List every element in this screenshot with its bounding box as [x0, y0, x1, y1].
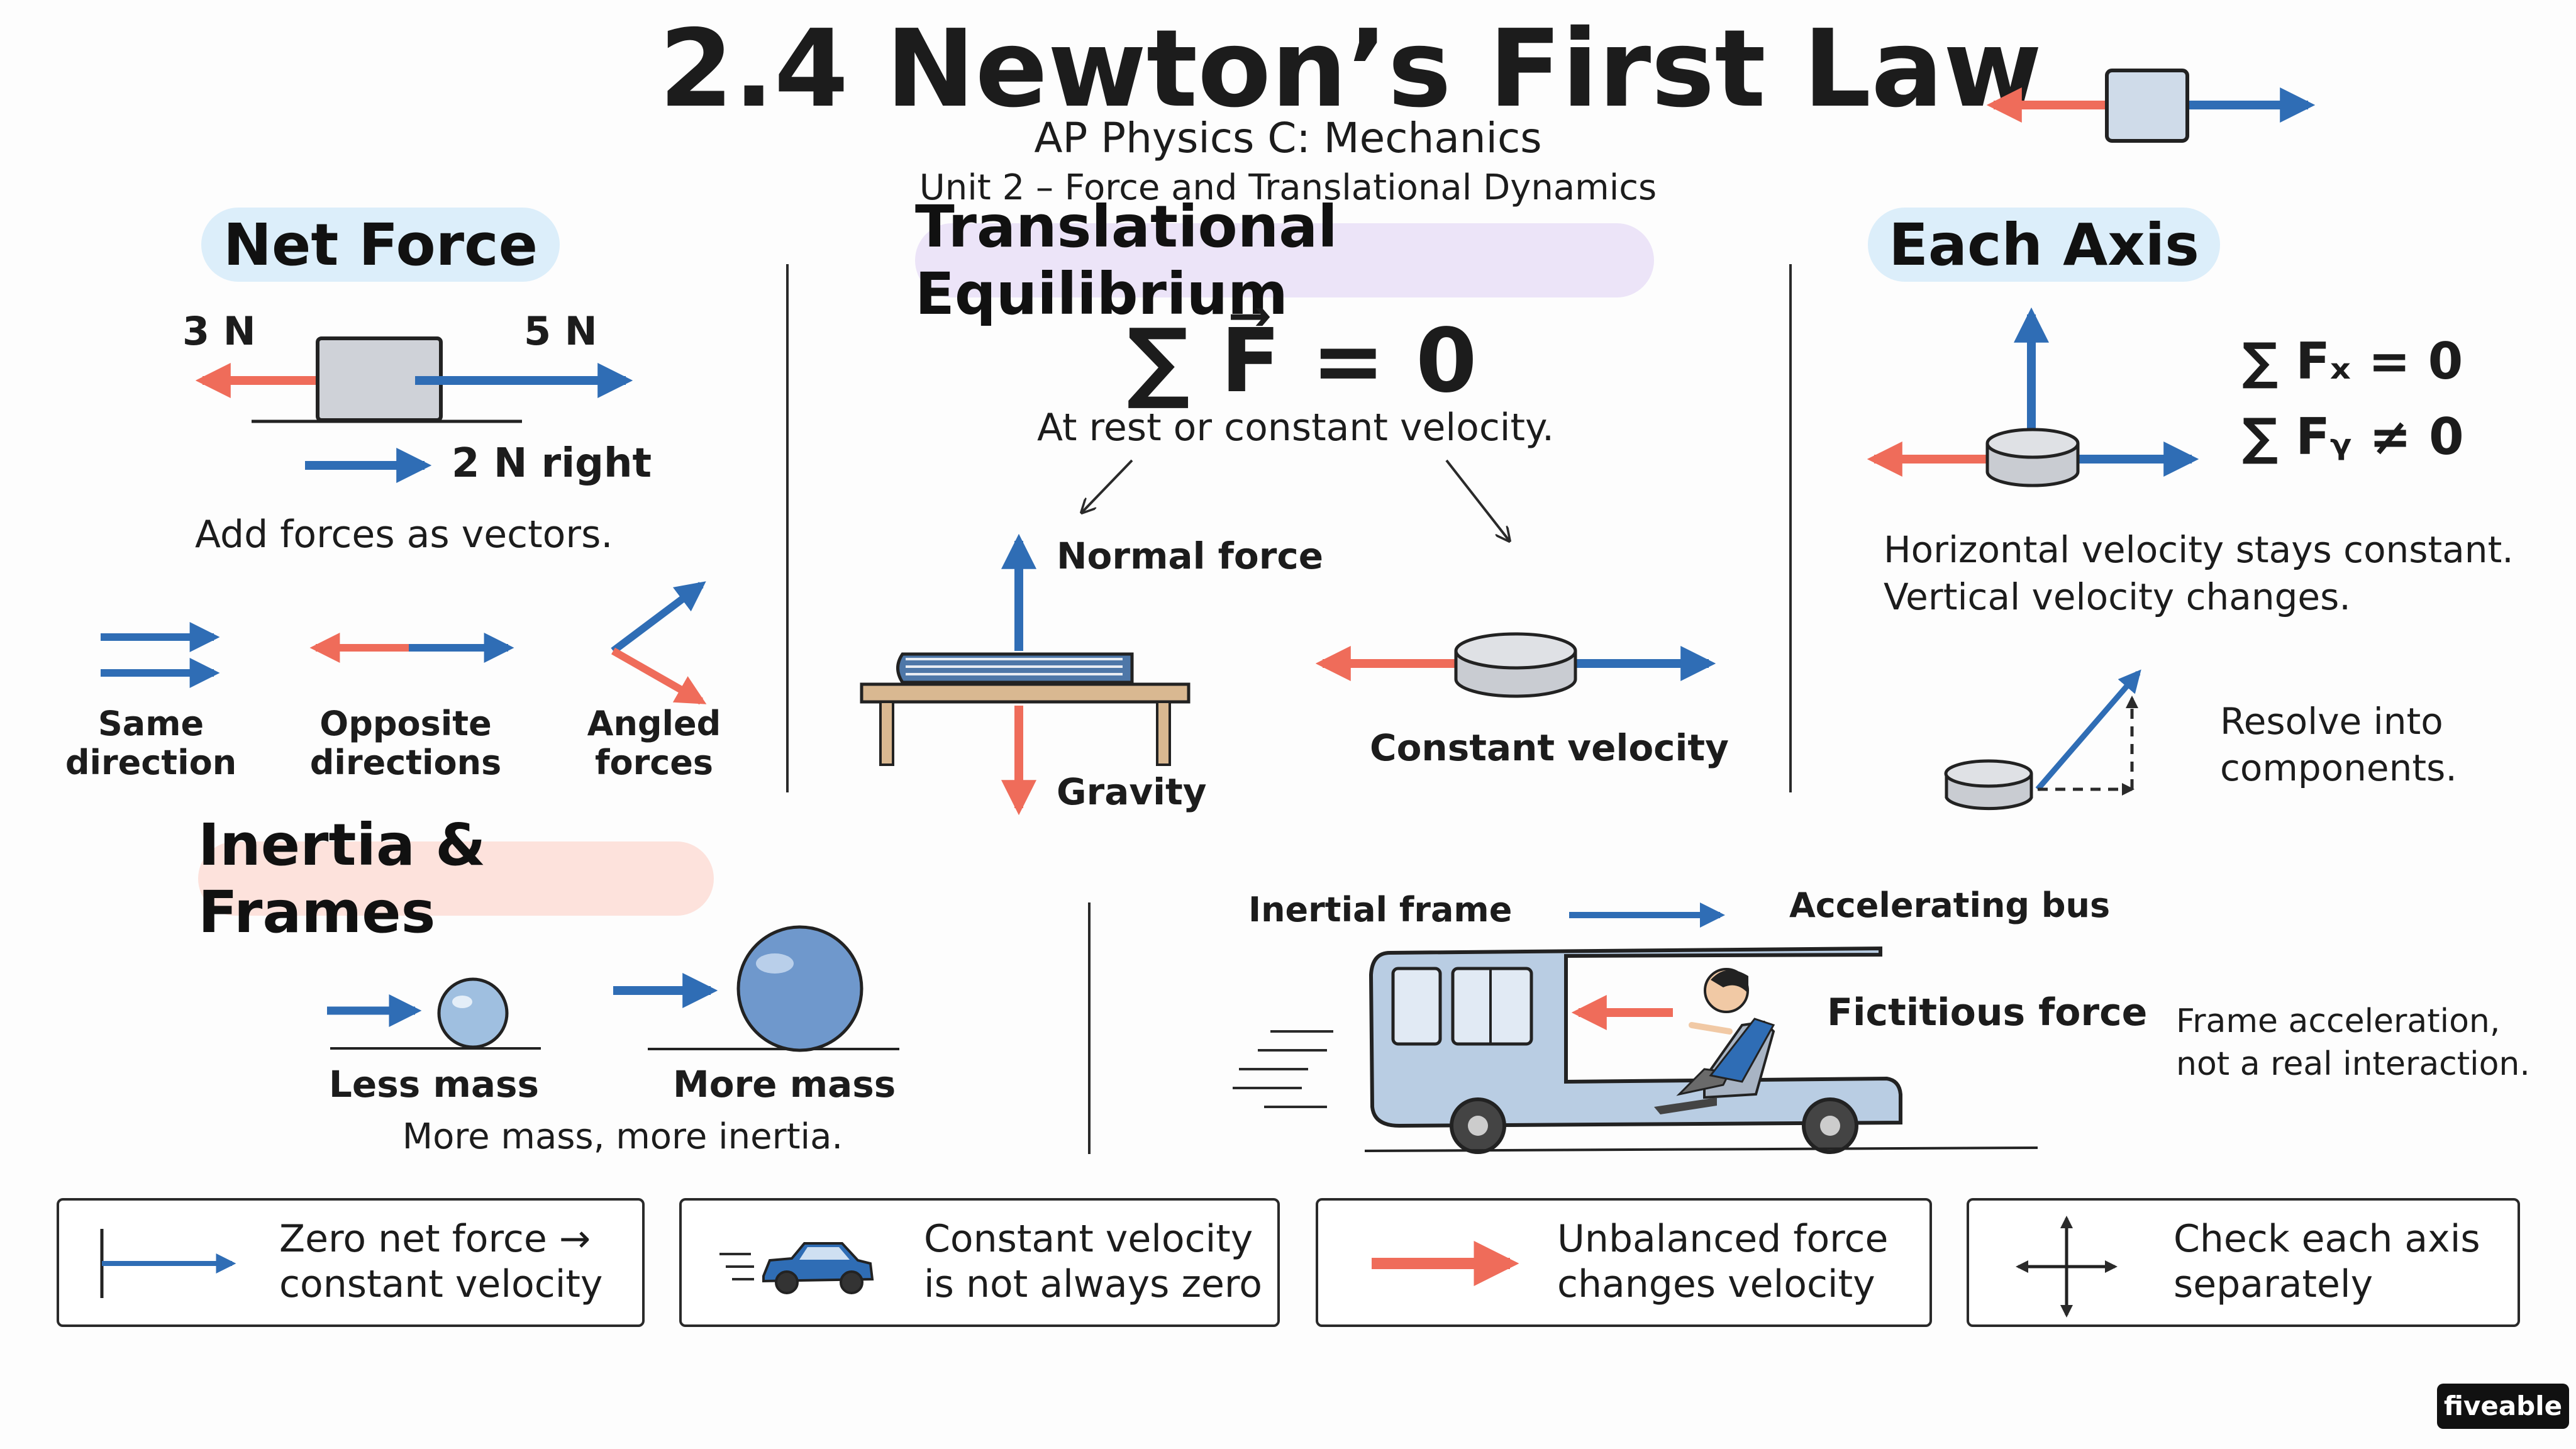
- inertia-caption: More mass, more inertia.: [402, 1116, 843, 1157]
- puck-constant-velocity-illustration: [1315, 632, 1716, 698]
- same-direction-label: Same direction: [65, 704, 237, 782]
- summary-line: Constant velocity: [924, 1217, 1253, 1261]
- page-title: 2.4 Newton’s First Law: [659, 7, 2042, 131]
- angled-forces-label: Angled forces: [587, 704, 721, 782]
- frame-acceleration-note: Frame acceleration, not a real interacti…: [2176, 1002, 2530, 1083]
- bus-illustration: [1233, 946, 2038, 1154]
- summary-line: separately: [2174, 1262, 2373, 1306]
- more-mass-label: More mass: [673, 1063, 896, 1106]
- caption-pointer-arrows: [1069, 459, 1528, 553]
- inertia-heading: Inertia & Frames: [198, 811, 714, 946]
- summary-line: changes velocity: [1557, 1262, 1875, 1306]
- bus-acceleration-arrow: [1569, 902, 1725, 928]
- fictitious-force-label: Fictitious force: [1827, 991, 2148, 1035]
- fiveable-logo: fiveable: [2437, 1384, 2569, 1429]
- net-force-caption: Add forces as vectors.: [195, 513, 613, 557]
- book-on-table-illustration: [860, 533, 1191, 816]
- summary-line: is not always zero: [924, 1262, 1262, 1306]
- axis-caption-line2: Vertical velocity changes.: [1884, 575, 2351, 618]
- resolve-components-label: Resolve into components.: [2220, 700, 2457, 789]
- more-mass-illustration: [613, 925, 899, 1052]
- accelerating-bus-label: Accelerating bus: [1789, 886, 2111, 925]
- summary-line: Check each axis: [2174, 1217, 2480, 1261]
- net-force-heading: Net Force: [201, 208, 560, 282]
- opposing-forces-icon: [1986, 69, 2316, 143]
- right-force-label: 5 N: [524, 308, 597, 354]
- constant-velocity-label: Constant velocity: [1370, 726, 1729, 769]
- opposite-directions-label: Opposite directions: [309, 704, 502, 782]
- less-mass-label: Less mass: [328, 1063, 540, 1106]
- summary-line: Unbalanced force: [1557, 1217, 1889, 1261]
- resultant-label: 2 N right: [452, 440, 652, 487]
- less-mass-illustration: [327, 977, 541, 1050]
- unit-subtitle: Unit 2 – Force and Translational Dynamic…: [919, 167, 1657, 208]
- course-subtitle: AP Physics C: Mechanics: [1034, 114, 1542, 162]
- summary-box-each-axis: Check each axis separately: [1967, 1198, 2520, 1327]
- axis-caption-line1: Horizontal velocity stays constant.: [1884, 528, 2514, 571]
- inertial-frame-label: Inertial frame: [1248, 890, 1513, 930]
- equilibrium-caption: At rest or constant velocity.: [1036, 406, 1555, 450]
- equilibrium-equation: ∑ F⃗ = 0: [1126, 310, 1477, 413]
- summary-box-zero-net-force: Zero net force → constant velocity: [57, 1198, 645, 1327]
- parallel-arrows-icon: [101, 622, 220, 688]
- axis-forces-puck-illustration: [1867, 307, 2199, 487]
- left-force-label: 3 N: [182, 308, 256, 354]
- summary-line: constant velocity: [279, 1262, 603, 1306]
- summary-line: Zero net force →: [279, 1217, 591, 1261]
- gravity-label: Gravity: [1057, 770, 1207, 813]
- normal-force-label: Normal force: [1057, 535, 1324, 577]
- sum-fx-equation: ∑ Fₓ = 0: [2242, 332, 2463, 391]
- cross-arrows-icon: [2016, 1216, 2118, 1318]
- resultant-arrow-icon: [305, 448, 432, 483]
- car-icon: [719, 1242, 874, 1294]
- net-force-block-diagram: [195, 336, 633, 423]
- divider-bottom: [1088, 902, 1091, 1154]
- sum-fy-equation: ∑ Fᵧ ≠ 0: [2242, 408, 2464, 466]
- arrow-icon: [100, 1229, 236, 1298]
- divider-left: [786, 264, 789, 792]
- opposite-arrows-icon: [309, 633, 514, 663]
- divider-right: [1789, 264, 1792, 792]
- equilibrium-heading: Translational Equilibrium: [915, 193, 1654, 328]
- components-diagram: [1944, 669, 2141, 811]
- summary-box-constant-velocity: Constant velocity is not always zero: [679, 1198, 1280, 1327]
- angled-arrows-icon: [611, 581, 707, 705]
- red-arrow-icon: [1372, 1241, 1519, 1286]
- summary-box-unbalanced-force: Unbalanced force changes velocity: [1316, 1198, 1932, 1327]
- each-axis-heading: Each Axis: [1868, 208, 2220, 282]
